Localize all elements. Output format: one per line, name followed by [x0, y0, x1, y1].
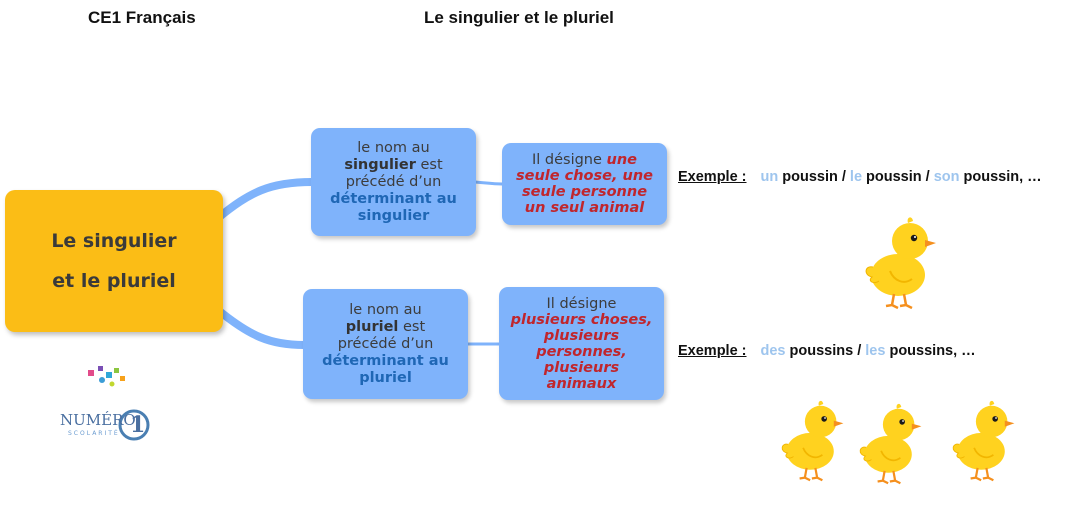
connector-top	[214, 178, 316, 222]
singular-example-text1: poussin /	[778, 169, 850, 185]
singular-est: est	[415, 156, 443, 173]
plural-example-text2: poussins, …	[885, 343, 976, 359]
singular-keyword: singulier	[344, 156, 416, 173]
plural-meaning-line5: animaux	[546, 375, 617, 392]
singular-rule-line1: le nom au	[357, 139, 430, 156]
plural-rule-box: le nom au pluriel est précédé d’un déter…	[303, 289, 468, 399]
central-node: Le singulier et le pluriel	[5, 190, 223, 332]
plural-determinant-line2: pluriel	[359, 369, 412, 386]
singular-determinant-line2: singulier	[357, 207, 430, 224]
chick-icon	[781, 399, 845, 482]
plural-rule-line1: le nom au	[349, 301, 422, 318]
connector-bottom	[214, 306, 308, 349]
plural-article-les: les	[865, 343, 886, 359]
singular-article-le: le	[849, 169, 863, 185]
singular-determinant-line1: déterminant au	[330, 190, 457, 207]
connector-top-right	[474, 180, 503, 186]
plural-meaning-box: Il désigne plusieurs choses, plusieurs p…	[499, 287, 664, 400]
plural-keyword: pluriel	[345, 318, 399, 335]
singular-meaning-line4: un seul animal	[524, 200, 645, 216]
plural-rule-line2: pluriel est	[346, 319, 425, 336]
logo-graphic: NUMÉRO 1 SCOLARITÉ	[60, 366, 150, 441]
singular-meaning-line2: seule chose, une	[515, 168, 654, 184]
singular-meaning-line3: seule personne	[521, 184, 648, 200]
singular-article-son: son	[933, 169, 960, 185]
plural-meaning-line2: plusieurs	[543, 327, 620, 344]
singular-rule-line3: précédé d’un	[345, 173, 442, 190]
plural-meaning-line1: plusieurs choses,	[510, 311, 653, 328]
singular-rule-line2: singulier est	[344, 157, 442, 174]
chick-icon	[864, 216, 938, 310]
plural-meaning-intro: Il désigne	[546, 295, 617, 312]
chick-icon	[859, 402, 923, 485]
level-title: CE1 Français	[88, 8, 196, 27]
plural-determinant-line1: déterminant au	[322, 352, 449, 369]
chick-icon	[952, 399, 1016, 482]
plural-example: Exemple : des poussins / les poussins, …	[678, 343, 976, 359]
plural-meaning-line3: personnes,	[536, 343, 627, 360]
singular-meaning-box: Il désigne une seule chose, une seule pe…	[502, 143, 667, 225]
page-title: Le singulier et le pluriel	[424, 8, 614, 27]
singular-example: Exemple : un poussin / le poussin / son p…	[678, 169, 1042, 185]
singular-meaning-line1: Il désigne une	[532, 152, 637, 168]
singular-example-text3: poussin, …	[959, 169, 1042, 185]
numero1-logo: NUMÉRO 1 SCOLARITÉ	[58, 362, 158, 447]
plural-est: est	[398, 318, 426, 335]
plural-example-text1: poussins /	[785, 343, 866, 359]
singular-meaning-une: une	[606, 152, 638, 168]
plural-meaning-line4: plusieurs	[543, 359, 620, 376]
singular-article-un: un	[760, 169, 779, 185]
plural-example-label: Exemple :	[678, 343, 747, 359]
central-line-2: et le pluriel	[52, 270, 176, 292]
singular-rule-box: le nom au singulier est précédé d’un dét…	[311, 128, 476, 236]
singular-example-text2: poussin /	[862, 169, 934, 185]
central-line-1: Le singulier	[51, 230, 177, 252]
plural-article-des: des	[760, 343, 786, 359]
logo-number: 1	[130, 412, 145, 438]
logo-brand: NUMÉRO	[60, 411, 136, 429]
singular-meaning-intro: Il désigne	[531, 152, 607, 168]
singular-example-label: Exemple :	[678, 169, 747, 185]
plural-rule-line3: précédé d’un	[337, 335, 434, 352]
logo-sub: SCOLARITÉ	[68, 429, 120, 437]
